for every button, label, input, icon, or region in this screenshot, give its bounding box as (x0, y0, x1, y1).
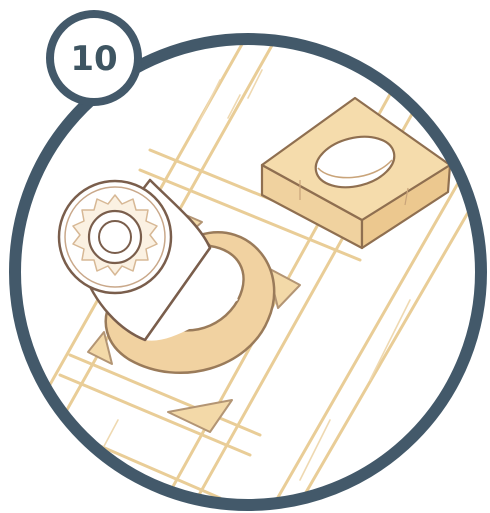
chimney-pipe-icon (57, 178, 238, 342)
wooden-roof-jack-block (260, 96, 452, 250)
step-badge-circle (46, 10, 142, 106)
roof-scene (28, 39, 481, 505)
frame-circle (9, 33, 487, 511)
step-number: 10 (70, 39, 117, 79)
step-badge: 10 (46, 10, 142, 106)
